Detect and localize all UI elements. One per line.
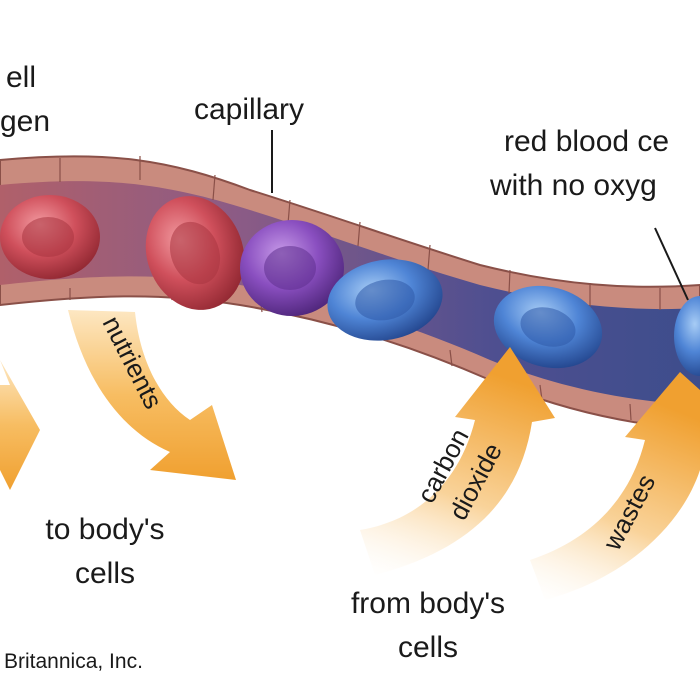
red-blood-cell-transition (240, 220, 344, 316)
rbc-oxygen-label-line2: gen (0, 105, 51, 138)
red-blood-cell-oxygenated-1 (0, 195, 100, 279)
from-body-label-line1: from body's (350, 587, 506, 620)
rbc-no-oxygen-leader (654, 227, 689, 301)
rbc-no-oxygen-label-line2: with no oxyg (490, 169, 657, 202)
red-blood-cell-deoxygenated-1 (327, 259, 443, 341)
arrow-nutrients (68, 310, 236, 480)
red-blood-cell-deoxygenated-2 (493, 285, 603, 369)
rbc-oxygen-label-line1: ell (6, 61, 37, 94)
arrow-left-partial (0, 360, 40, 490)
from-body-label-line2: cells (397, 631, 458, 664)
to-body-label-line1: to body's (45, 513, 165, 546)
red-blood-cell-deoxygenated-3 (674, 296, 700, 376)
arrow-wastes (530, 372, 700, 600)
red-blood-cell-oxygenated-2 (145, 196, 245, 310)
arrow-carbon-dioxide (360, 347, 555, 575)
credit-text: Britannica, Inc. (4, 650, 143, 673)
to-body-label-line2: cells (74, 557, 135, 590)
capillary-label: capillary (194, 93, 305, 126)
rbc-no-oxygen-label-line1: red blood ce (504, 125, 670, 158)
